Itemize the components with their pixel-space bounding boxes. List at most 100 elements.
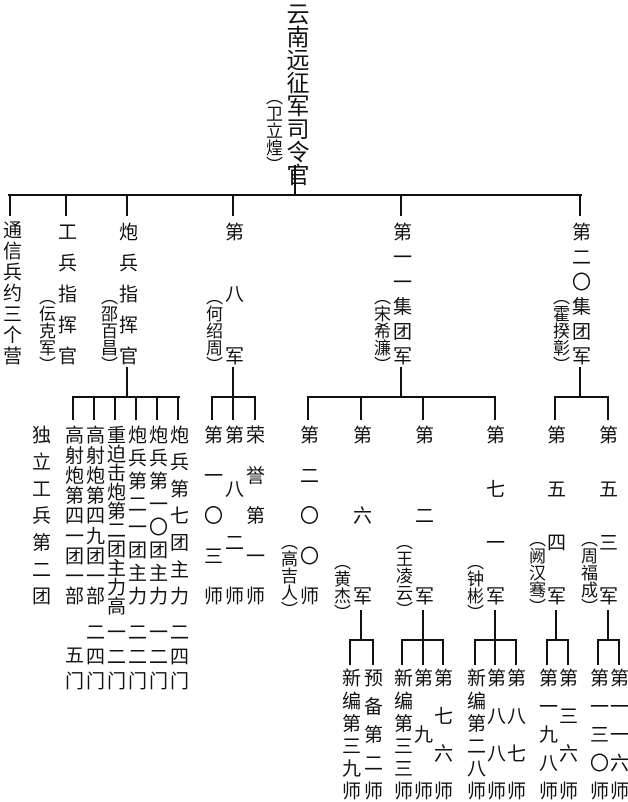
signal-unit: 通信兵约三个营	[0, 220, 22, 365]
connector	[494, 610, 496, 641]
army-71: 第七一军	[483, 425, 505, 605]
root-commander: （卫立煌）	[262, 88, 282, 173]
division: 第八二师	[222, 425, 244, 605]
connector	[567, 639, 569, 665]
division: 第三六师	[556, 668, 578, 800]
connector	[422, 610, 424, 641]
connector	[126, 367, 128, 398]
connector	[554, 396, 609, 398]
connector	[114, 396, 116, 420]
division: 新编第三三师	[391, 668, 413, 800]
division: 第八八师	[484, 668, 506, 800]
connector	[474, 639, 476, 665]
gun-count: 二二门	[125, 622, 147, 690]
connector	[349, 639, 351, 665]
connector	[8, 194, 582, 196]
division: 新编第三九师	[339, 668, 361, 800]
engineer-commander: （伝克军）	[35, 288, 55, 373]
commander: （黄杰）	[330, 553, 350, 621]
connector	[401, 639, 403, 665]
division: 第八七师	[504, 668, 526, 800]
connector	[211, 396, 213, 420]
connector	[607, 396, 609, 420]
division: 第一〇三师	[201, 425, 223, 605]
connector	[607, 610, 609, 641]
connector	[232, 367, 234, 398]
commander: （周福成）	[577, 530, 597, 615]
independent-engineer-regiment: 独立工兵第二团	[29, 425, 51, 605]
division: 第一一六师	[607, 668, 628, 800]
artillery-unit: 炮兵第二一团主力	[125, 425, 147, 605]
artillery-unit: 重迫击炮第二团主力高	[104, 425, 126, 615]
connector	[400, 367, 402, 398]
connector	[177, 396, 179, 420]
artillery-unit: 高射炮第四一团一部	[62, 425, 84, 605]
gun-count: 二四门	[167, 622, 189, 690]
connector	[618, 639, 620, 665]
division: 第一三〇师	[587, 668, 609, 800]
group-army-11: 第一一集团军	[390, 222, 412, 365]
army-8: 第八军	[222, 222, 244, 365]
connector	[126, 194, 128, 216]
connector	[494, 396, 496, 420]
division: 新编第二八师	[464, 668, 486, 800]
connector	[400, 194, 402, 216]
gun-count: 二四门	[83, 622, 105, 690]
connector	[494, 639, 496, 665]
gun-count: 五门	[62, 645, 84, 690]
division: 荣誉第一师	[243, 425, 265, 605]
connector	[254, 396, 256, 420]
division: 预备第二师	[361, 668, 383, 800]
connector	[442, 639, 444, 665]
connector	[422, 396, 424, 420]
connector	[554, 396, 556, 420]
connector	[307, 396, 496, 398]
group-army-20: 第二〇集团军	[569, 222, 591, 365]
army-54: 第五四军	[544, 425, 566, 605]
connector	[349, 639, 374, 641]
connector	[546, 639, 548, 665]
connector	[372, 639, 374, 665]
artillery-command: 炮兵指挥官	[116, 222, 138, 365]
commander: （阙汉骞）	[525, 530, 545, 615]
connector	[294, 165, 296, 196]
connector	[515, 639, 517, 665]
connector	[156, 396, 158, 420]
division: 第一九八师	[536, 668, 558, 800]
root-title: 云南远征军司令官	[282, 2, 308, 186]
connector	[72, 396, 180, 398]
connector	[546, 639, 569, 641]
connector	[360, 610, 362, 641]
connector	[422, 639, 424, 665]
connector	[135, 396, 137, 420]
connector	[9, 194, 11, 216]
division: 第七六师	[431, 668, 453, 800]
commander: （钟彬）	[463, 553, 483, 621]
artillery-unit: 炮兵第七团主力	[167, 425, 189, 605]
connector	[232, 194, 234, 216]
artillery-unit: 炮兵第一〇团主力	[146, 425, 168, 605]
connector	[597, 639, 599, 665]
connector	[232, 396, 234, 420]
connector	[93, 396, 95, 420]
army-2: 第二军	[412, 425, 434, 605]
engineer-command: 工兵指挥官	[55, 222, 77, 365]
army-8-commander: （何绍周）	[202, 288, 222, 373]
connector	[72, 396, 74, 420]
group-army-20-commander: （霍揆彰）	[549, 288, 569, 373]
commander: （高吉人）	[277, 533, 297, 618]
connector	[555, 610, 557, 641]
gun-count: 一二门	[104, 622, 126, 690]
commander: （王凌云）	[392, 533, 412, 618]
connector	[65, 194, 67, 216]
army-6: 第六军	[350, 425, 372, 605]
group-army-11-commander: （宋希濂）	[370, 288, 390, 373]
artillery-commander: （邵百昌）	[97, 288, 117, 373]
connector	[579, 367, 581, 398]
connector	[307, 396, 309, 420]
connector	[597, 639, 620, 641]
artillery-unit: 高射炮第四九团一部	[83, 425, 105, 605]
gun-count: 一二门	[146, 622, 168, 690]
connector	[360, 396, 362, 420]
